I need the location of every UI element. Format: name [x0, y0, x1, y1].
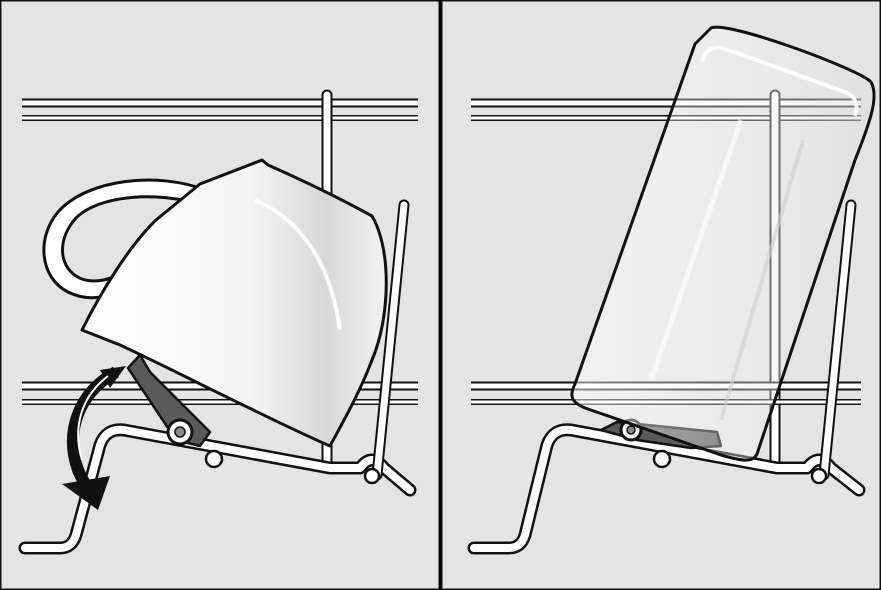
panel-glass	[441, 0, 881, 590]
bottom-wire	[18, 423, 417, 555]
rotate-arrow-icon	[62, 366, 126, 510]
wire-knob	[652, 449, 672, 469]
wire-knob	[204, 449, 224, 469]
bottom-wire	[467, 423, 866, 555]
support-tine	[810, 199, 857, 485]
drinking-glass	[570, 25, 876, 462]
glass-illustration	[441, 0, 881, 590]
folding-clip[interactable]	[126, 353, 212, 448]
cup-body	[80, 158, 388, 448]
support-tine	[363, 199, 410, 485]
cup-illustration	[0, 0, 440, 590]
panel-cup	[0, 0, 440, 590]
upper-rail	[22, 98, 418, 121]
